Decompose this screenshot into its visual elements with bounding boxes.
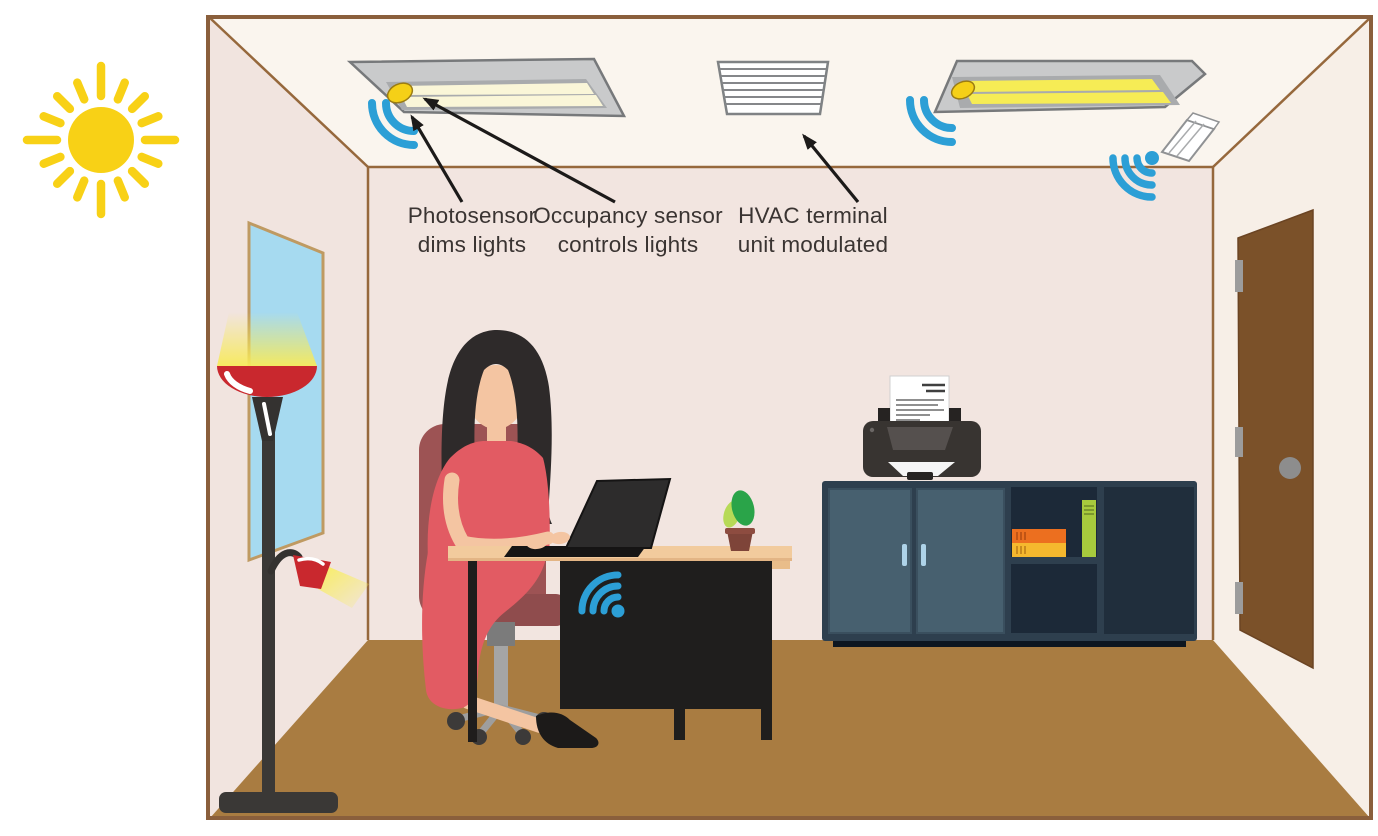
door-knob-icon bbox=[1279, 457, 1301, 479]
door-hinge bbox=[1235, 427, 1243, 457]
wifi-icon-left-light bbox=[367, 99, 418, 150]
label-photosensor: Photosensor dims lights bbox=[408, 201, 537, 259]
books bbox=[1012, 500, 1096, 557]
shoe bbox=[536, 712, 599, 748]
room-frame bbox=[206, 15, 1373, 820]
cabinet-right-panel bbox=[1104, 487, 1194, 634]
room-edges bbox=[209, 17, 1371, 640]
cabinet bbox=[822, 481, 1197, 647]
sun-icon bbox=[22, 61, 180, 219]
photosensor-dot-icon bbox=[386, 82, 414, 104]
wifi-icon-right-light bbox=[905, 96, 956, 147]
arrow-photosensor bbox=[410, 114, 464, 203]
plant bbox=[723, 490, 755, 551]
label-line: Photosensor bbox=[407, 203, 537, 228]
wifi-icon-corner bbox=[1109, 151, 1159, 201]
door-hinge bbox=[1235, 260, 1243, 292]
lamp-glow bbox=[217, 312, 317, 366]
plant-pot bbox=[727, 531, 753, 551]
door bbox=[1235, 208, 1314, 670]
laptop bbox=[504, 477, 672, 557]
cabinet-door-right bbox=[916, 488, 1005, 634]
label-hvac: HVAC terminal unit modulated bbox=[738, 201, 888, 259]
shelf-opening bbox=[1011, 564, 1097, 633]
door-handle bbox=[902, 544, 907, 566]
arrow-occupancy bbox=[422, 97, 616, 204]
dress-skirt bbox=[422, 552, 545, 710]
label-line: dims lights bbox=[417, 232, 527, 257]
face bbox=[468, 365, 524, 429]
woman-at-desk bbox=[422, 330, 599, 748]
reading-light bbox=[267, 549, 369, 608]
label-line: Occupancy sensor bbox=[533, 203, 723, 228]
label-line: HVAC terminal bbox=[738, 203, 888, 228]
cabinet-door-left bbox=[828, 488, 912, 634]
label-line: controls lights bbox=[557, 232, 699, 257]
floor-lamp bbox=[217, 366, 369, 813]
door-hinge bbox=[1235, 582, 1243, 614]
photosensor-dot-icon bbox=[950, 80, 976, 100]
arrow-hvac bbox=[802, 133, 860, 204]
hvac-vent-icon bbox=[716, 60, 830, 116]
printer bbox=[863, 375, 981, 480]
ceiling-light-left bbox=[346, 57, 627, 118]
hands bbox=[526, 531, 570, 550]
ceiling-light-right bbox=[933, 59, 1207, 114]
door-handle bbox=[921, 544, 926, 566]
floor bbox=[210, 640, 1370, 818]
hvac-diffuser-icon bbox=[1160, 112, 1221, 163]
annotation-arrows bbox=[410, 97, 860, 204]
desk-wifi-icon bbox=[578, 571, 625, 618]
reading-light-beam bbox=[318, 566, 369, 608]
leaf bbox=[731, 490, 755, 526]
label-line: unit modulated bbox=[737, 232, 889, 257]
label-occupancy: Occupancy sensor controls lights bbox=[533, 201, 723, 259]
